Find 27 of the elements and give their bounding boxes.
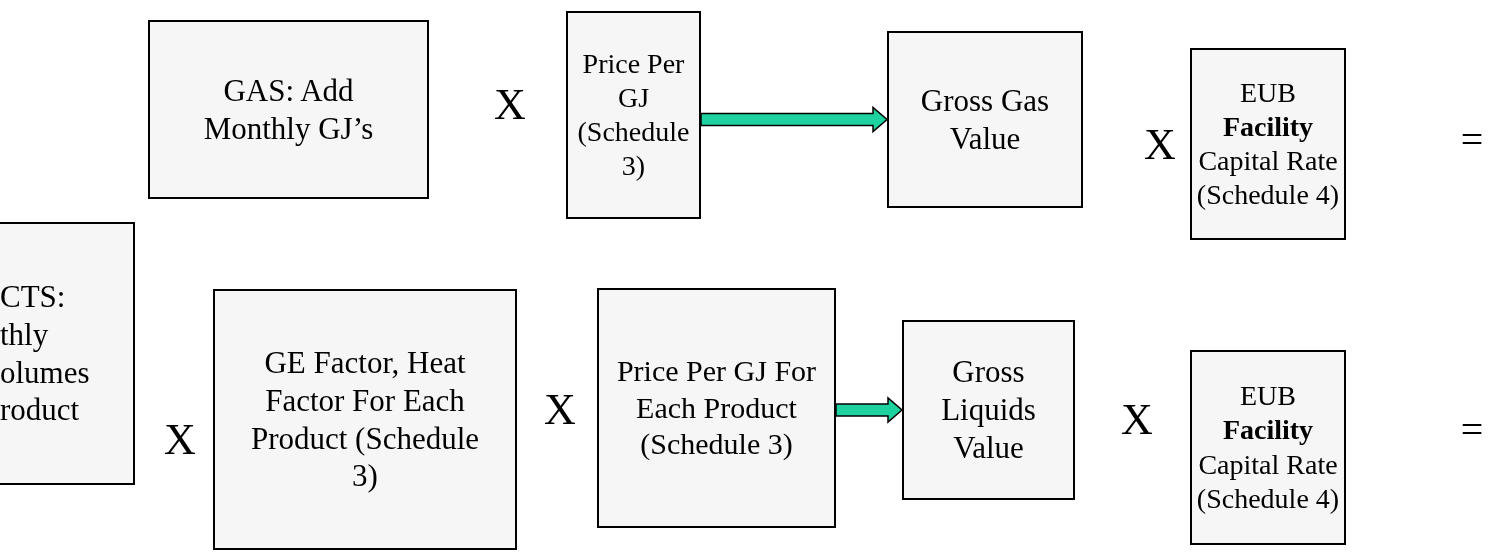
process-box (566, 11, 701, 219)
process-box (148, 20, 429, 199)
box-text: Gross Gas Value (919, 81, 1051, 158)
operator-sign: X (544, 388, 576, 432)
operator-sign: = (1460, 410, 1484, 450)
box-text: GE Factor, Heat Factor For Each Product (Schedule 3) (249, 343, 481, 496)
process-box (213, 289, 517, 550)
operator-sign: X (1144, 123, 1176, 167)
box-text: EUB Facility Capital Rate (Schedule 4) (1196, 75, 1340, 213)
process-box (1190, 350, 1346, 545)
process-box (902, 320, 1075, 500)
box-text: CTS: thly olumes roduct (0, 277, 91, 430)
operator-sign: = (1460, 120, 1484, 160)
arrow (700, 105, 889, 134)
box-text: Price Per GJ For Each Product (Schedule 3) (616, 353, 817, 463)
process-box (887, 31, 1083, 208)
box-text: Gross Liquids Value (940, 353, 1037, 467)
process-box (1190, 48, 1346, 240)
box-text: EUB Facility Capital Rate (Schedule 4) (1196, 379, 1340, 516)
operator-sign: X (1121, 398, 1153, 442)
process-box (0, 222, 135, 485)
operator-sign: X (164, 418, 196, 462)
box-text: Price Per GJ (Schedule 3) (576, 46, 691, 184)
arrow (835, 396, 904, 424)
operator-sign: X (494, 83, 526, 127)
box-text: GAS: Add Monthly GJ’s (202, 71, 375, 148)
process-box (597, 288, 836, 528)
